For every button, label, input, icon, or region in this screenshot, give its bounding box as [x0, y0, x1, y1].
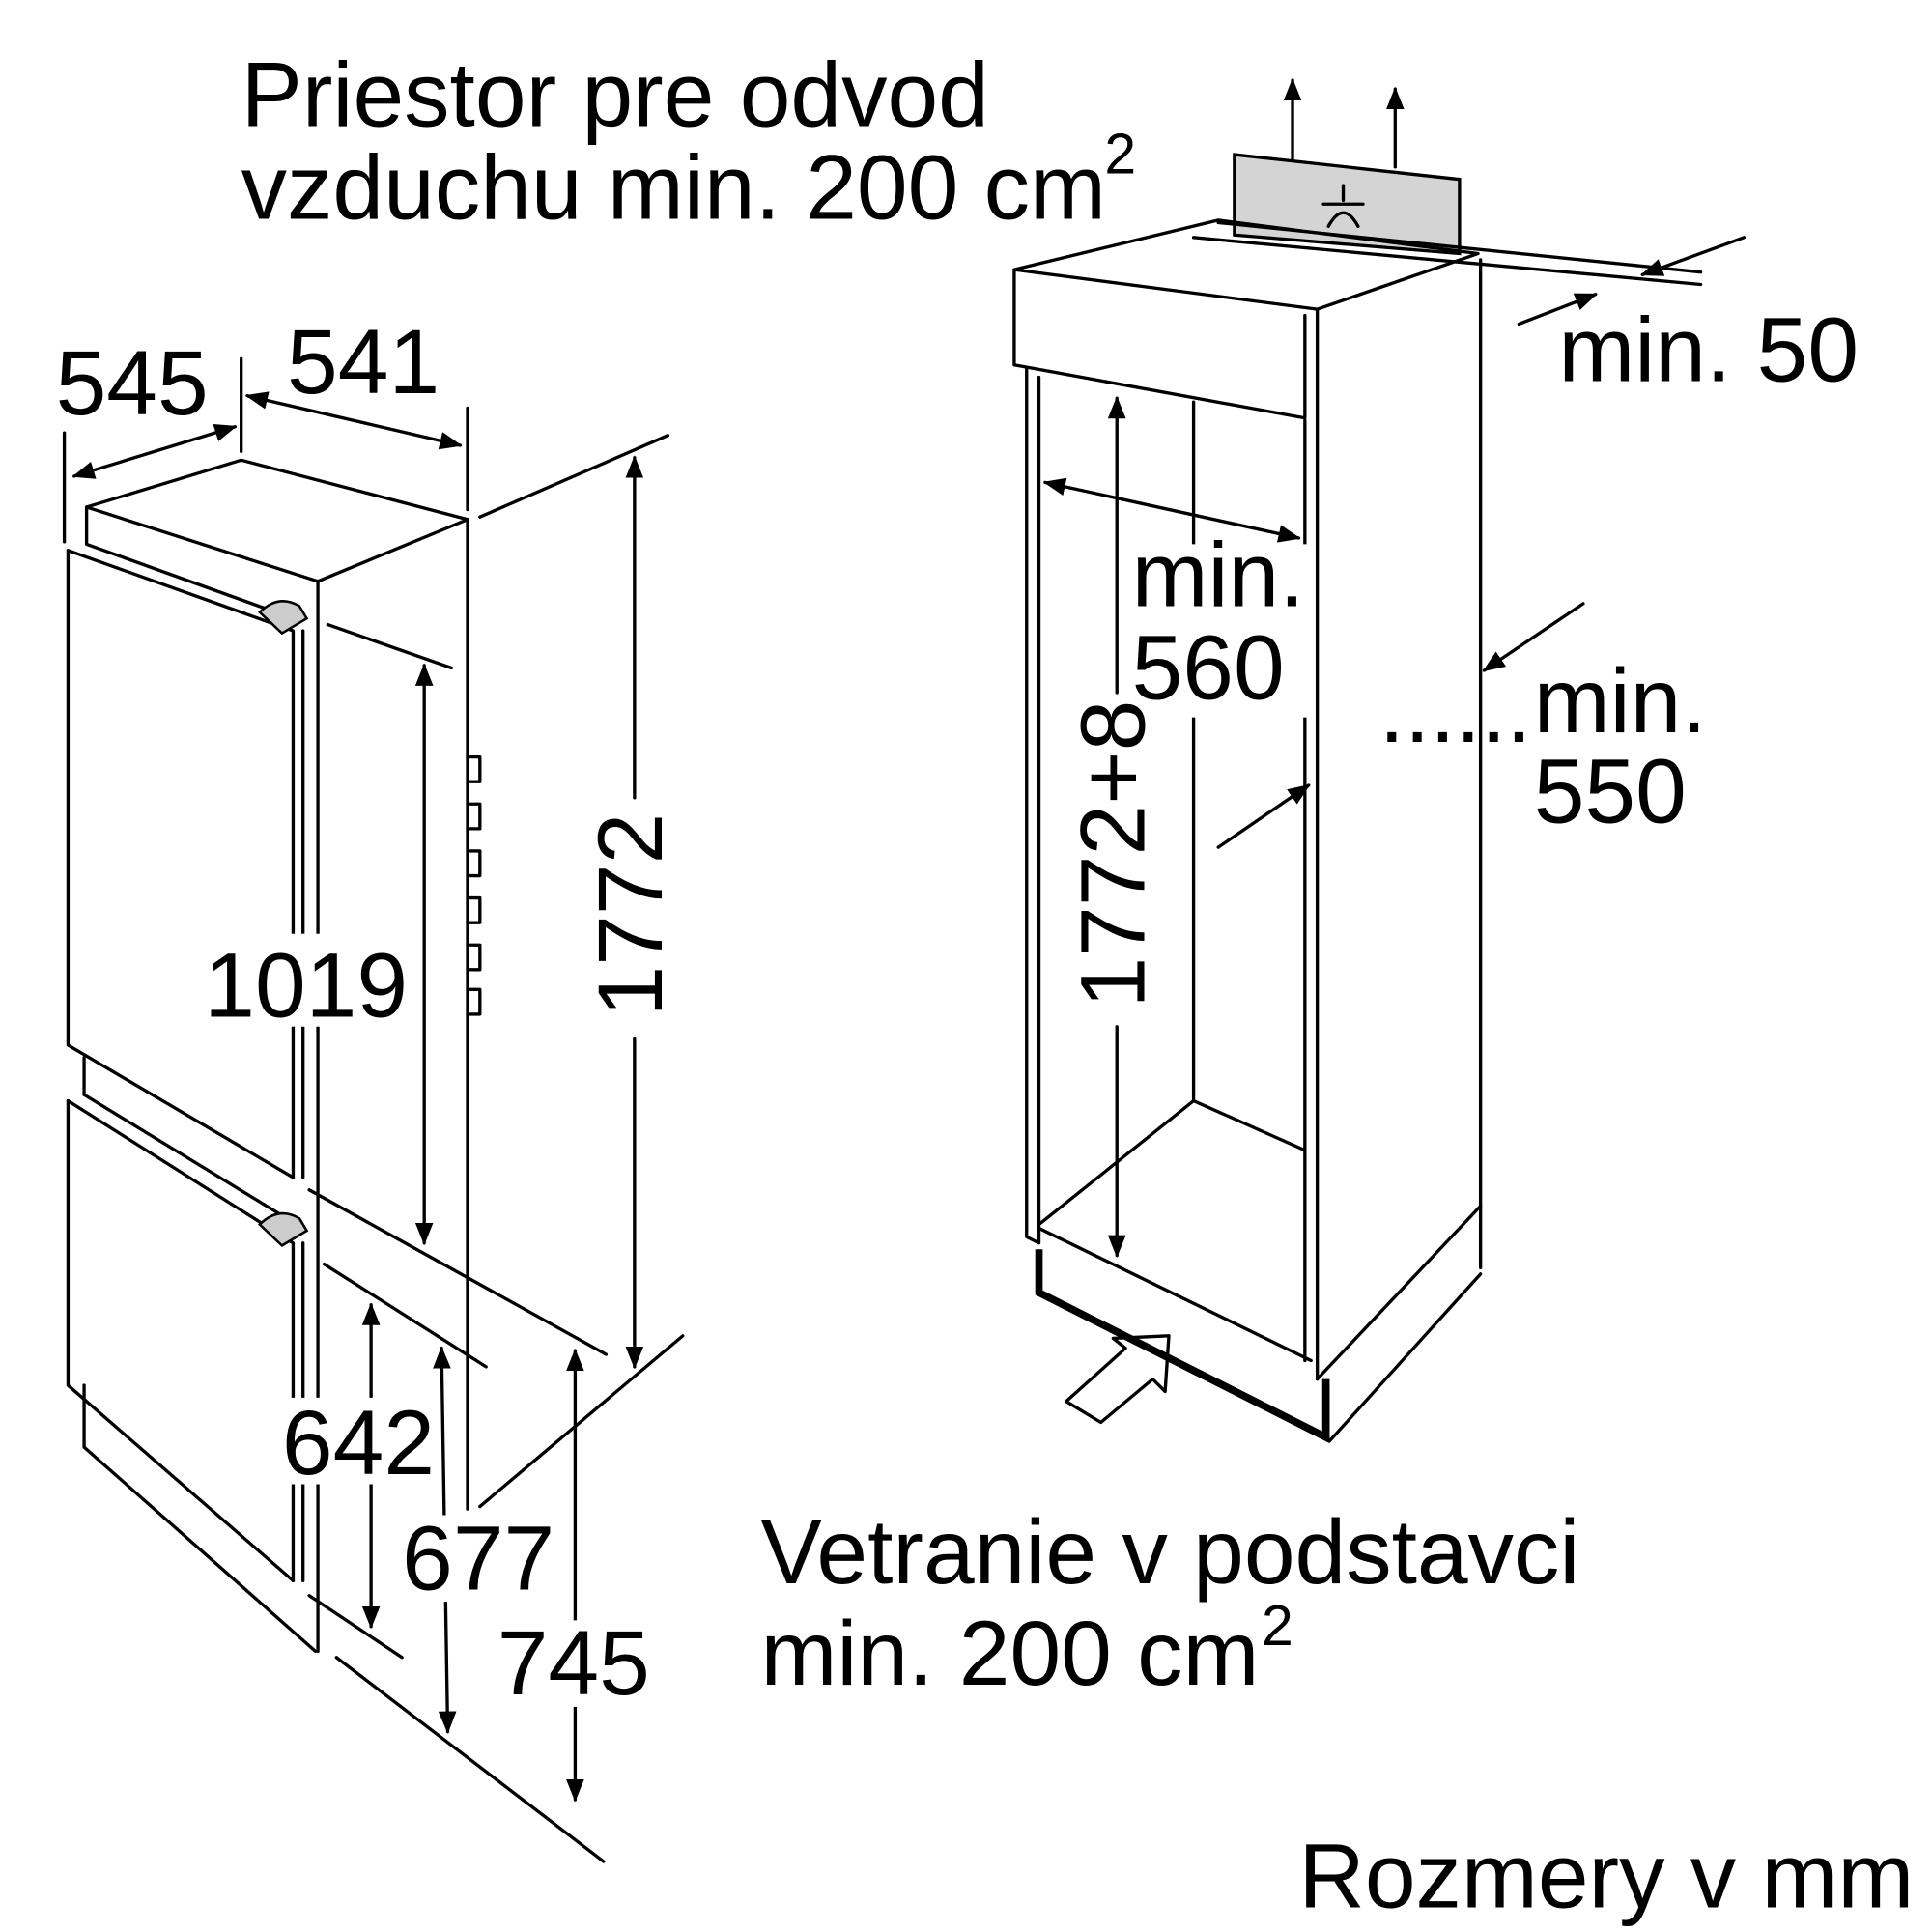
dim-height-total: 1772: [580, 813, 682, 1017]
min-depth-value: 550: [1534, 740, 1687, 842]
air-outlet-label-line1: Priestor pre odvod: [242, 44, 989, 147]
min-width-value: 560: [1132, 616, 1285, 719]
dim-freezer-745: 745: [497, 1612, 650, 1715]
leader-dots: ......: [1379, 660, 1532, 762]
dim-freezer-door: 642: [282, 1392, 435, 1494]
dim-freezer-677: 677: [402, 1507, 554, 1609]
air-outlet-label-line2: vzduchu min. 200 cm: [242, 137, 1106, 240]
air-outlet-superscript: 2: [1104, 123, 1136, 185]
units-label: Rozmery v mm: [1298, 1825, 1914, 1927]
min-width-label: min.: [1132, 524, 1305, 626]
base-vent-label-line1: Vetranie v podstavci: [760, 1501, 1579, 1604]
freezer-handle-icon: [258, 1211, 309, 1247]
base-vent-superscript: 2: [1262, 1595, 1293, 1658]
air-inlet-arrow-icon: [1065, 1334, 1171, 1425]
dim-depth-body: 541: [287, 311, 440, 413]
fridge-handle-icon: [258, 600, 309, 636]
min-gap-label: min. 50: [1558, 298, 1859, 401]
dim-fridge-door: 1019: [204, 934, 408, 1037]
niche-drawing: [1012, 77, 1747, 1444]
dim-depth-total: 545: [56, 332, 209, 435]
fan-icon: [1321, 184, 1365, 228]
appliance-drawing: [62, 356, 685, 1863]
niche-height: 1772+8: [1062, 700, 1164, 1009]
min-depth-label: min.: [1534, 650, 1707, 753]
base-vent-label-line2: min. 200 cm: [760, 1603, 1259, 1705]
